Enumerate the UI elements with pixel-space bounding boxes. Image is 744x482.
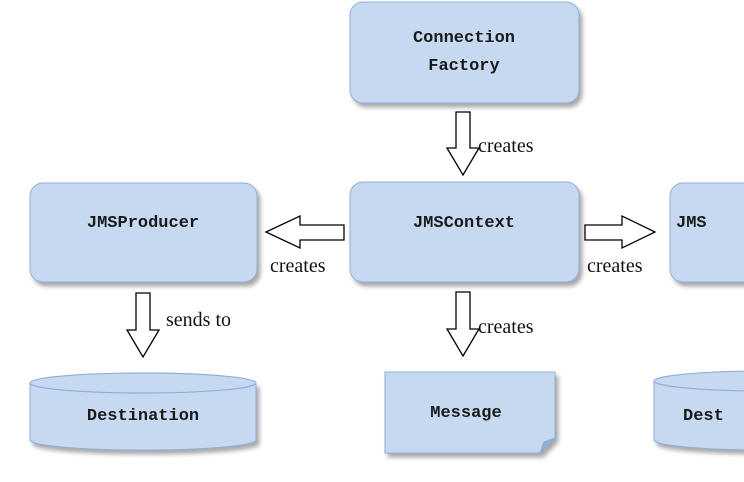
edge-label-context-to-consumer: creates [587, 255, 643, 277]
destination-right-node: Dest [653, 370, 744, 451]
arrow-producer-to-destination [125, 292, 161, 359]
connection-factory-label-line1: Connection [413, 29, 515, 48]
edge-label-factory-to-context: creates [478, 135, 534, 157]
edge-label-producer-to-destination: sends to [166, 309, 231, 331]
jms-context-label: JMSContext [413, 214, 515, 233]
arrow-factory-to-context [445, 111, 481, 177]
connection-factory-label-line2: Factory [428, 57, 499, 76]
destination-left-label: Destination [87, 407, 199, 426]
arrow-context-to-consumer [584, 214, 657, 250]
jms-producer-label: JMSProducer [87, 214, 199, 233]
edge-label-context-to-producer: creates [270, 255, 326, 277]
connection-factory-node: Connection Factory [349, 1, 580, 104]
destination-left-node: Destination [29, 372, 257, 451]
destination-right-label: Dest [683, 407, 724, 426]
message-node: Message [384, 371, 556, 454]
jms-context-node: JMSContext [349, 181, 580, 283]
jms-consumer-node: JMS [669, 182, 744, 283]
jms-consumer-label: JMS [676, 214, 707, 233]
arrow-context-to-message [445, 291, 481, 358]
arrow-context-to-producer [264, 214, 345, 250]
edge-label-context-to-message: creates [478, 316, 534, 338]
message-label: Message [430, 404, 501, 423]
jms-producer-node: JMSProducer [29, 182, 258, 283]
